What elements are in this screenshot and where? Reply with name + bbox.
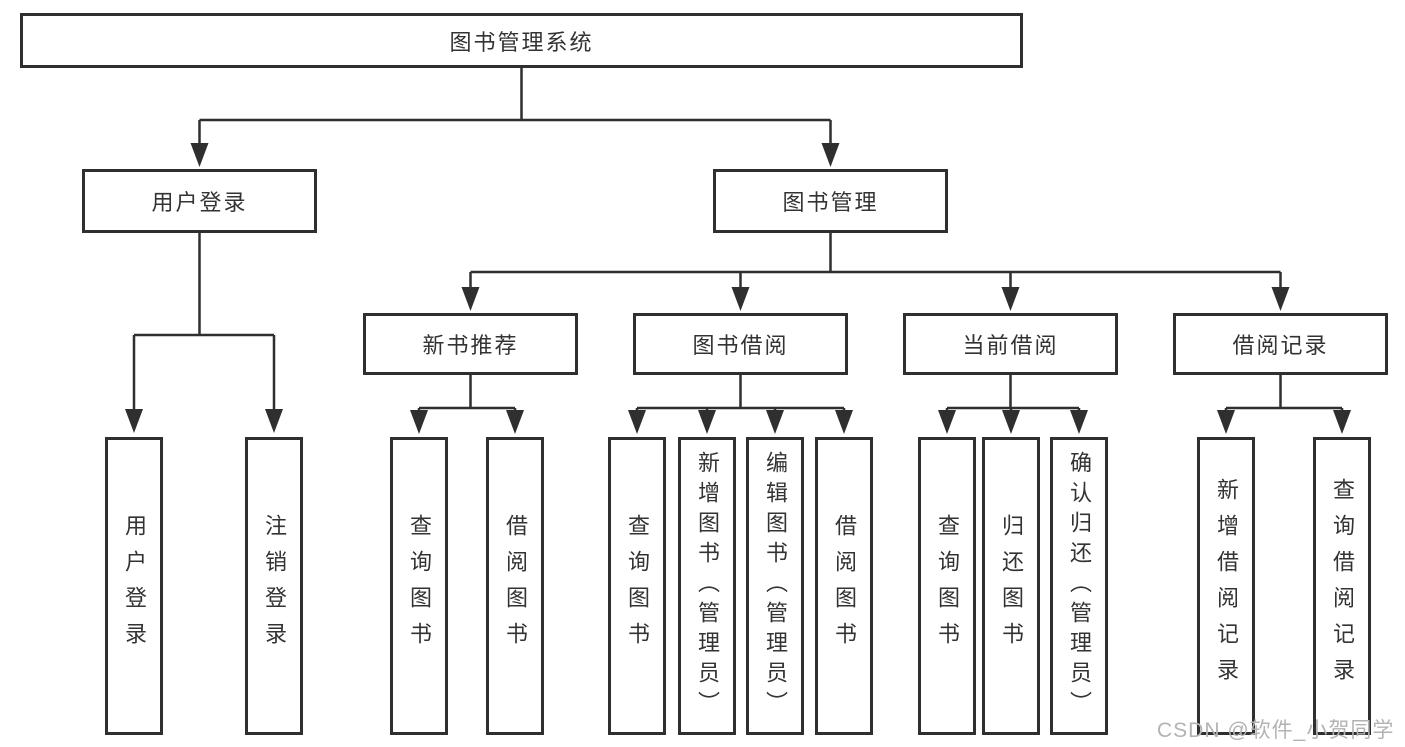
arrowhead — [1002, 410, 1020, 434]
leaf-borrow-books-recommend-label: 借阅图书 — [503, 514, 528, 658]
connector-recommend-to-leaves — [417, 375, 517, 411]
connector-current-to-leaves — [945, 375, 1081, 411]
leaf-borrow-books-recommend: 借阅图书 — [486, 437, 544, 735]
arrowhead — [766, 410, 784, 434]
arrowhead — [1333, 410, 1351, 434]
leaf-query-books-recommend: 查询图书 — [390, 437, 448, 735]
arrowhead — [731, 287, 750, 311]
arrowhead — [698, 410, 716, 434]
arrowhead — [125, 409, 143, 433]
leaf-query-books-borrow-label: 查询图书 — [625, 514, 650, 658]
connector-management-to-level3 — [469, 233, 1282, 287]
leaf-add-borrow-record: 新增借阅记录 — [1197, 437, 1255, 735]
csdn-watermark: CSDN @软件_小贺同学 — [1157, 719, 1395, 742]
node-new-book-recommendation-label: 新书推荐 — [422, 333, 519, 358]
leaf-logout-login-label: 注销登录 — [262, 514, 287, 658]
arrowhead — [190, 143, 209, 167]
node-current-borrowing-label: 当前借阅 — [962, 333, 1059, 358]
leaf-user-login-label: 用户登录 — [122, 514, 147, 658]
node-book-management-label: 图书管理 — [782, 190, 879, 215]
leaf-add-books-admin: 新增图书（管理员） — [678, 437, 736, 735]
leaf-query-books-recommend-label: 查询图书 — [407, 514, 432, 658]
node-user-login: 用户登录 — [82, 169, 317, 233]
arrowhead — [628, 410, 646, 434]
leaf-query-books-current-label: 查询图书 — [935, 514, 960, 658]
node-library-system-label: 图书管理系统 — [449, 29, 594, 55]
arrowhead — [1217, 410, 1235, 434]
connector-login-to-leaves — [132, 233, 276, 411]
node-borrowing-records-label: 借阅记录 — [1232, 333, 1329, 358]
leaf-logout-login: 注销登录 — [245, 437, 303, 735]
arrowhead — [1001, 287, 1020, 311]
arrowhead — [461, 287, 480, 311]
leaf-confirm-return-admin-label: 确认归还（管理员） — [1067, 451, 1092, 721]
connector-root-to-level2 — [198, 68, 832, 145]
leaf-query-books-current: 查询图书 — [918, 437, 976, 735]
leaf-return-books-label: 归还图书 — [999, 514, 1024, 658]
node-book-management: 图书管理 — [713, 169, 948, 233]
node-current-borrowing: 当前借阅 — [903, 313, 1118, 375]
arrowhead — [1070, 410, 1088, 434]
arrowhead — [835, 410, 853, 434]
leaf-borrow-books-label: 借阅图书 — [832, 514, 857, 658]
arrowhead — [506, 410, 524, 434]
connector-borrow-to-leaves — [635, 375, 846, 411]
node-user-login-label: 用户登录 — [151, 190, 248, 215]
leaf-edit-books-admin: 编辑图书（管理员） — [746, 437, 804, 735]
arrowhead — [938, 410, 956, 434]
node-new-book-recommendation: 新书推荐 — [363, 313, 578, 375]
leaf-add-books-admin-label: 新增图书（管理员） — [695, 451, 720, 721]
leaf-query-borrow-record-label: 查询借阅记录 — [1330, 478, 1355, 694]
leaf-return-books: 归还图书 — [982, 437, 1040, 735]
leaf-query-books-borrow: 查询图书 — [608, 437, 666, 735]
leaf-user-login: 用户登录 — [105, 437, 163, 735]
arrowhead — [1271, 287, 1290, 311]
leaf-confirm-return-admin: 确认归还（管理员） — [1050, 437, 1108, 735]
leaf-edit-books-admin-label: 编辑图书（管理员） — [763, 451, 788, 721]
arrowhead — [265, 409, 283, 433]
node-library-system: 图书管理系统 — [20, 13, 1023, 68]
node-borrowing-records: 借阅记录 — [1173, 313, 1388, 375]
node-book-borrowing-label: 图书借阅 — [692, 333, 789, 358]
leaf-query-borrow-record: 查询借阅记录 — [1313, 437, 1371, 735]
arrowhead — [821, 143, 840, 167]
arrowhead — [410, 410, 428, 434]
leaf-add-borrow-record-label: 新增借阅记录 — [1214, 478, 1239, 694]
node-book-borrowing: 图书借阅 — [633, 313, 848, 375]
leaf-borrow-books: 借阅图书 — [815, 437, 873, 735]
connector-records-to-leaves — [1224, 375, 1344, 411]
